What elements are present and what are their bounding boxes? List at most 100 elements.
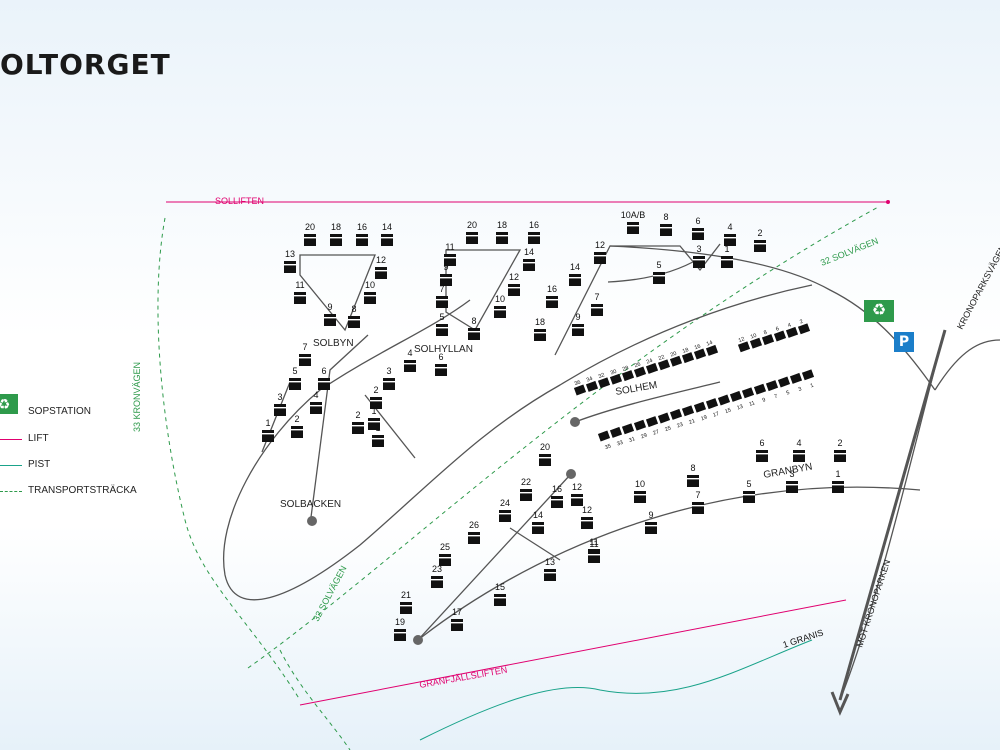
cabin-roof-line <box>440 277 452 279</box>
solhem-cabin: 16 <box>694 344 707 360</box>
cabin-icon <box>534 329 546 341</box>
cabin-icon <box>597 430 611 442</box>
cabin-roof-line <box>594 255 606 257</box>
solhem-cabin: 34 <box>586 376 599 392</box>
cabin-number: 10A/B <box>621 210 646 220</box>
cabin-icon <box>786 481 798 493</box>
cabin-icon <box>721 256 733 268</box>
cabin-number: 5 <box>786 390 791 397</box>
cabin-number: 18 <box>535 317 545 327</box>
cabin-number: 24 <box>500 498 510 508</box>
cabin: 1 <box>721 244 733 268</box>
cabin-number: 14 <box>533 510 543 520</box>
cabin-roof-line <box>466 235 478 237</box>
cabin: 23 <box>431 564 443 588</box>
cabin: 16 <box>528 220 540 244</box>
cabin-roof-line <box>520 492 532 494</box>
cabin-number: 25 <box>664 425 672 433</box>
solhem-cabin: 36 <box>574 380 587 396</box>
cabin: 7 <box>436 284 448 308</box>
piste-line <box>419 639 813 741</box>
cabin-number: 30 <box>610 369 618 377</box>
solhem-cabin: 30 <box>610 369 623 385</box>
cabin-number: 6 <box>775 326 780 333</box>
solhem-cabin: 1 <box>801 369 815 389</box>
cabin: 1 <box>832 469 844 493</box>
cabin-roof-line <box>431 579 443 581</box>
cabin: 3 <box>693 244 705 268</box>
legend-label-transport: TRANSPORTSTRÄCKA <box>28 485 137 496</box>
cabin: 12 <box>508 272 520 296</box>
cabin-icon <box>687 475 699 487</box>
cabin: 17 <box>451 607 463 631</box>
cabin-number: 17 <box>452 607 462 617</box>
cabin-number: 10 <box>750 333 758 341</box>
cabin-roof-line <box>468 331 480 333</box>
cabin-roof-line <box>368 421 380 423</box>
cabin: 20 <box>539 442 551 466</box>
cabin: 14 <box>523 247 535 271</box>
cabin-number: 11 <box>445 242 454 252</box>
cabin-number: 21 <box>401 590 411 600</box>
cabin: 1 <box>368 406 380 430</box>
cabin-roof-line <box>436 299 448 301</box>
cabin-roof-line <box>588 554 600 556</box>
cabin-icon <box>508 284 520 296</box>
cabin-roof-line <box>435 367 447 369</box>
solhem-cabin: 18 <box>682 347 695 364</box>
cabin: 12 <box>375 255 387 279</box>
cabin-number: 20 <box>670 351 678 359</box>
cabin-roof-line <box>383 381 395 383</box>
cabin-icon <box>520 489 532 501</box>
solhem-cabin: 21 <box>681 405 696 426</box>
cabin-icon <box>609 426 623 438</box>
cabin: 1 <box>262 418 274 442</box>
cabin-icon <box>832 481 844 493</box>
solhem-cabin: 23 <box>669 408 684 430</box>
cabin-roof-line <box>569 277 581 279</box>
cabin-icon <box>765 380 779 392</box>
cabin-icon <box>571 494 583 506</box>
cabin-number: 2 <box>355 410 360 420</box>
cabin-number: 1 <box>375 423 380 433</box>
road-arrow-icon <box>830 691 850 716</box>
cabin-number: 17 <box>712 411 720 419</box>
cabin-roof-line <box>832 484 844 486</box>
cabin-icon <box>372 435 384 447</box>
cabin-roof-line <box>834 453 846 455</box>
cabin: 6 <box>692 216 704 240</box>
cabin: 3 <box>274 392 286 416</box>
transport-route <box>279 649 351 750</box>
cabin-roof-line <box>546 299 558 301</box>
cabin-icon <box>793 450 805 462</box>
cabin-icon <box>496 232 508 244</box>
solhem-cabin: 9 <box>753 383 767 404</box>
cabin-icon <box>633 419 647 431</box>
pist-line-icon <box>0 465 22 466</box>
cabin-number: 7 <box>695 490 700 500</box>
cabin-icon <box>375 267 387 279</box>
parking-icon: P <box>894 332 914 352</box>
cabin: 4 <box>310 390 322 414</box>
cabin: 2 <box>370 385 382 409</box>
cabin-icon <box>299 354 311 366</box>
cabin-roof-line <box>743 494 755 496</box>
cabin-number: 22 <box>521 477 531 487</box>
cabin-roof-line <box>352 425 364 427</box>
cabin-number: 3 <box>798 386 803 393</box>
cabin: 22 <box>520 477 532 501</box>
cabin-number: 23 <box>432 564 442 574</box>
cabin: 12 <box>594 240 606 264</box>
solhem-cabin: 29 <box>633 419 648 440</box>
cabin: 11 <box>444 242 456 266</box>
cabin-number: 7 <box>774 394 779 401</box>
legend-label-lift: LIFT <box>28 433 49 444</box>
cabin-roof-line <box>451 622 463 624</box>
cabin-icon <box>756 450 768 462</box>
cabin-icon <box>693 401 707 413</box>
cabin-icon <box>761 334 775 346</box>
cabin: 3 <box>383 366 395 390</box>
cabin-roof-line <box>571 497 583 499</box>
cabin-roof-line <box>372 438 384 440</box>
